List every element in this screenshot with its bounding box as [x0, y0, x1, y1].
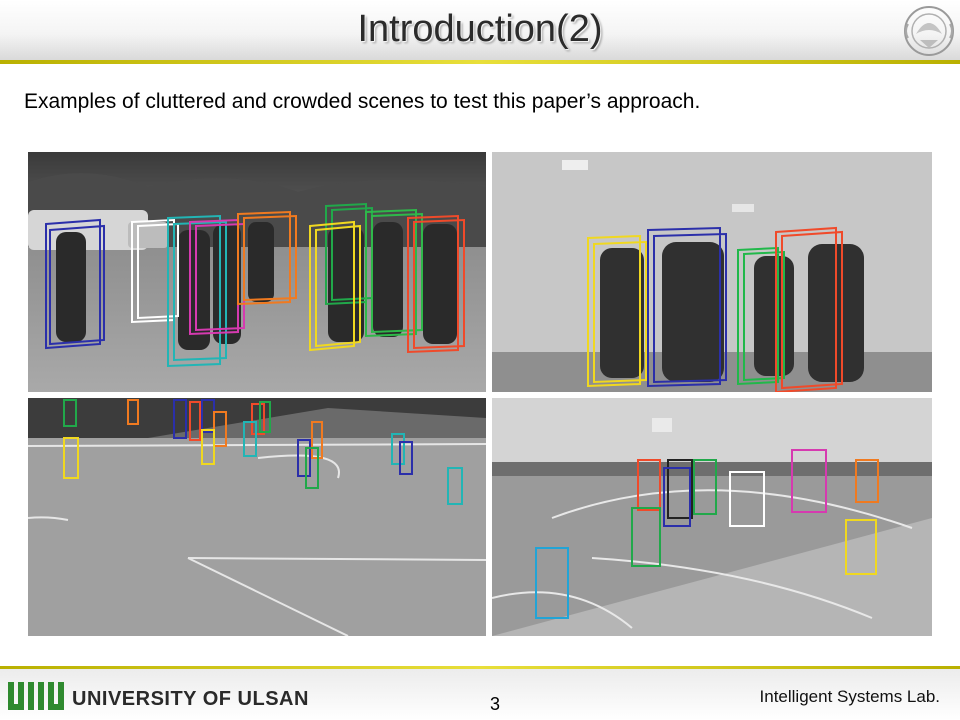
slide-subtitle: Examples of cluttered and crowded scenes…: [24, 90, 701, 113]
slide-title: Introduction(2): [357, 8, 603, 50]
lab-name: Intelligent Systems Lab.: [759, 687, 940, 706]
outdoor-crowd-scene: [28, 152, 486, 392]
university-name: UNIVERSITY OF ULSAN: [72, 688, 309, 710]
soccer-field-scene: [28, 398, 486, 636]
gymnasium-scene: [492, 398, 932, 636]
title-bar: [0, 0, 960, 62]
tracking-examples-figure: [28, 152, 932, 636]
university-seal-icon: [904, 6, 954, 56]
indoor-hallway-scene: [492, 152, 932, 392]
footer-divider: [0, 666, 960, 669]
ulsan-logo-icon: [8, 682, 64, 710]
title-underline: [0, 60, 960, 64]
footer-bar: [0, 669, 960, 720]
page-number: 3: [489, 694, 500, 714]
